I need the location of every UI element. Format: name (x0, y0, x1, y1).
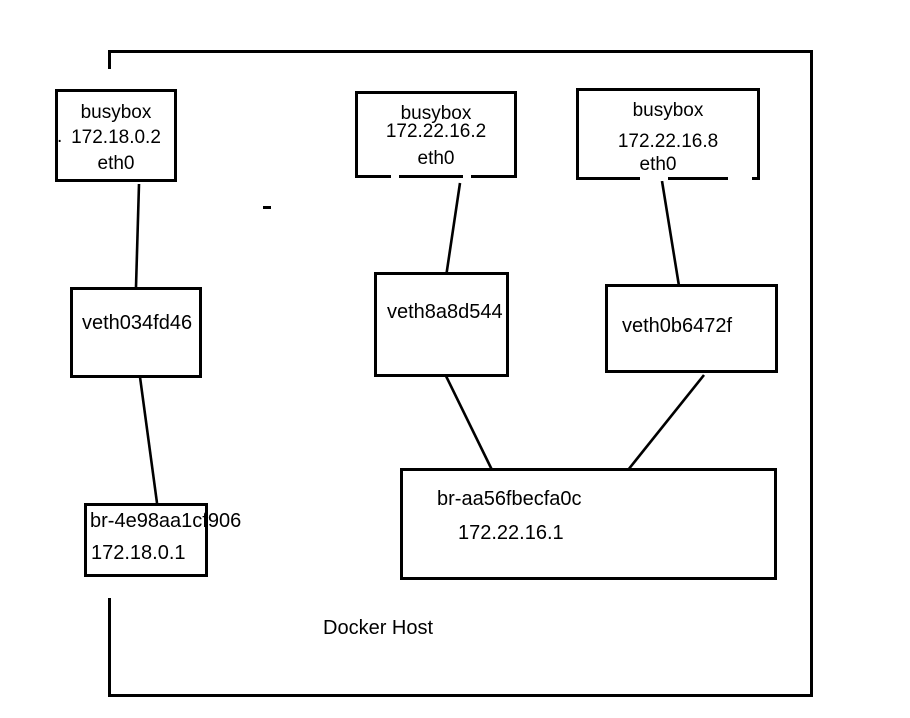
edge-busybox3-veth3 (660, 180, 681, 287)
veth1-label: veth034fd46 (82, 312, 193, 334)
veth2-label: veth8a8d544 (387, 301, 503, 323)
busybox3-ip: 172.22.16.8 (617, 131, 719, 152)
host-border-right (810, 50, 813, 697)
bridge1-node: br-4e98aa1cf906 172.18.0.1 (84, 503, 242, 577)
host-border-left-stub (108, 50, 111, 69)
busybox2-node: busybox 172.22.16.2 eth0 (355, 91, 517, 178)
busybox3-name: busybox (632, 100, 704, 121)
bridge2-name: br-aa56fbecfa0c (437, 488, 582, 510)
busybox2-border-gap (391, 174, 399, 179)
busybox2-iface: eth0 (417, 148, 455, 169)
busybox1-iface: eth0 (97, 153, 135, 174)
busybox1-ip: 172.18.0.2 (71, 127, 161, 148)
veth1-node: veth034fd46 (70, 287, 202, 378)
host-border-top (108, 50, 813, 53)
edge-veth2-bridge2 (444, 375, 494, 471)
busybox2-border-gap (463, 174, 471, 179)
busybox1-name: busybox (80, 102, 152, 123)
veth3-label: veth0b6472f (622, 315, 733, 337)
edge-busybox2-veth2 (444, 182, 462, 278)
busybox2-name: busybox (400, 103, 472, 124)
busybox1-node: busybox 172.18.0.2 eth0 (55, 89, 177, 182)
bridge1-name: br-4e98aa1cf906 (90, 510, 242, 532)
host-border-bottom (108, 694, 813, 697)
edge-veth3-bridge2 (626, 374, 706, 471)
busybox3-border-gap (728, 176, 752, 181)
edge-busybox1-veth1 (134, 183, 141, 288)
stray-dash-mark (263, 206, 271, 209)
busybox2-ip: 172.22.16.2 (385, 121, 487, 142)
veth3-node: veth0b6472f (605, 284, 778, 373)
busybox3-border-gap (640, 176, 668, 181)
host-border-left-lower (108, 598, 111, 697)
bridge2-node: br-aa56fbecfa0c 172.22.16.1 (400, 468, 777, 580)
docker-host-label: Docker Host (323, 617, 434, 639)
veth2-node: veth8a8d544 (374, 272, 509, 377)
busybox3-iface: eth0 (639, 154, 677, 175)
bridge1-ip: 172.18.0.1 (91, 542, 186, 564)
edge-veth1-bridge1 (138, 376, 159, 504)
bridge2-ip: 172.22.16.1 (458, 522, 564, 544)
busybox3-node: busybox 172.22.16.8 eth0 (576, 88, 760, 180)
stray-comma-mark: . (57, 126, 63, 147)
